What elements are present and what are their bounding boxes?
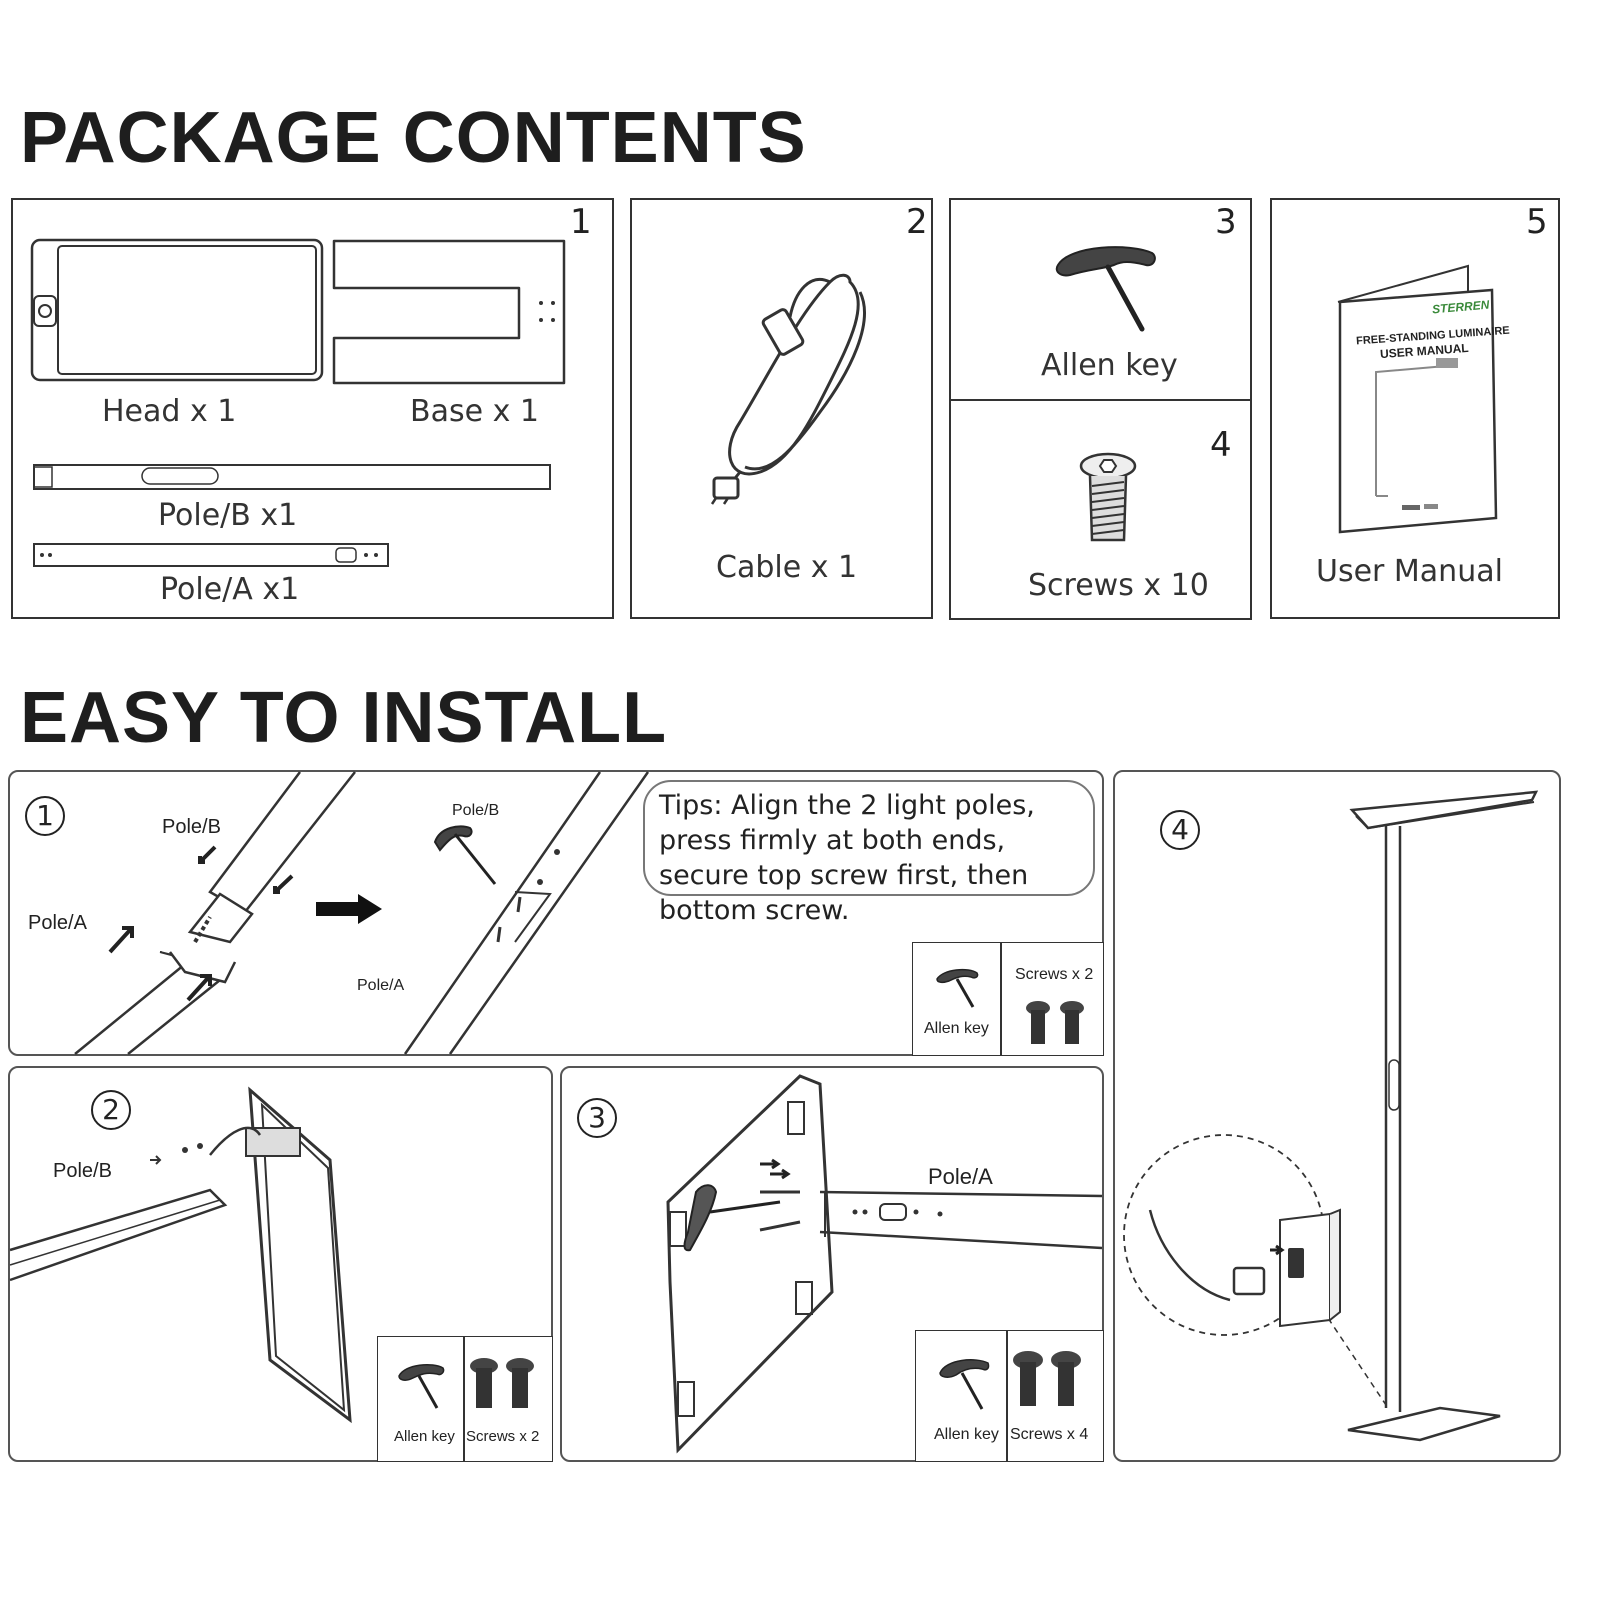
step-3-allen-key-label: Allen key <box>934 1426 999 1443</box>
cable-label: Cable x 1 <box>716 550 858 585</box>
allen-key-icon <box>936 968 979 1008</box>
pole-screw-illustration <box>403 771 650 1055</box>
user-manual-label: User Manual <box>1316 554 1503 589</box>
package-item-3-number: 3 <box>1215 202 1237 242</box>
pole-a-icon <box>33 543 389 567</box>
step-1-tip: Tips: Align the 2 light poles, press fir… <box>643 780 1095 926</box>
manual-icon <box>1337 264 1498 534</box>
cable-icon <box>710 273 866 505</box>
screw-icon <box>1079 452 1137 542</box>
pole-b-icon <box>33 464 551 490</box>
step-1-number-text: 1 <box>36 799 54 832</box>
head-attach-illustration <box>9 1086 352 1424</box>
step-1-pole-b-label: Pole/B <box>162 816 221 838</box>
allen-key-label: Allen key <box>1041 348 1178 383</box>
lamp-head-icon <box>30 238 324 382</box>
screw-icon <box>1013 1351 1081 1406</box>
step-3-screws-label: Screws x 4 <box>1010 1426 1089 1443</box>
screw-icon <box>470 1358 534 1408</box>
base-label: Base x 1 <box>410 394 539 429</box>
package-item-2-panel <box>630 198 933 619</box>
easy-to-install-title: EASY TO INSTALL <box>20 678 668 758</box>
pole-b-label: Pole/B x1 <box>158 498 298 533</box>
floor-lamp-icon <box>1123 790 1539 1442</box>
arrow-icon <box>316 894 382 924</box>
allen-key-icon <box>398 1363 445 1409</box>
step-3-number: 3 <box>577 1098 617 1138</box>
step-2-tool-divider <box>463 1336 465 1462</box>
allen-key-icon <box>1055 246 1156 332</box>
pole-a-label: Pole/A x1 <box>160 572 300 607</box>
step-4-number-text: 4 <box>1171 813 1189 846</box>
step-4-number: 4 <box>1160 810 1200 850</box>
step-1-number: 1 <box>25 796 65 836</box>
step-1-screws-label: Screws x 2 <box>1015 966 1094 983</box>
package-item-2-number: 2 <box>906 202 928 242</box>
head-label: Head x 1 <box>102 394 237 429</box>
screw-icon <box>1026 1001 1084 1044</box>
step-1-pole-a-label: Pole/A <box>28 912 87 934</box>
step-3-number-text: 3 <box>588 1101 606 1134</box>
package-item-1-number: 1 <box>570 202 592 242</box>
step-2-allen-key-label: Allen key <box>394 1428 455 1445</box>
step-1-pole-b2-label: Pole/B <box>452 802 500 819</box>
step-4-panel <box>1113 770 1561 1462</box>
step-1-pole-a2-label: Pole/A <box>357 977 405 994</box>
lamp-base-icon <box>332 239 566 385</box>
step-3-tool-divider <box>1006 1330 1008 1462</box>
screws-label: Screws x 10 <box>1028 568 1209 603</box>
base-attach-illustration <box>666 1074 1103 1454</box>
package-contents-title: PACKAGE CONTENTS <box>20 98 807 178</box>
step-2-number: 2 <box>91 1090 131 1130</box>
step-2-number-text: 2 <box>102 1093 120 1126</box>
step-1-tool-divider <box>1000 942 1002 1056</box>
step-2-screws-label: Screws x 2 <box>466 1428 540 1445</box>
step-1-allen-key-label: Allen key <box>924 1020 989 1037</box>
allen-key-icon <box>939 1359 990 1410</box>
package-item-5-number: 5 <box>1526 202 1548 242</box>
package-item-1-panel <box>11 198 614 619</box>
step-3-pole-a-label: Pole/A <box>928 1164 993 1189</box>
pole-joint-illustration <box>74 771 356 1055</box>
step-2-pole-b-label: Pole/B <box>53 1160 112 1182</box>
package-item-4-number: 4 <box>1210 425 1232 465</box>
